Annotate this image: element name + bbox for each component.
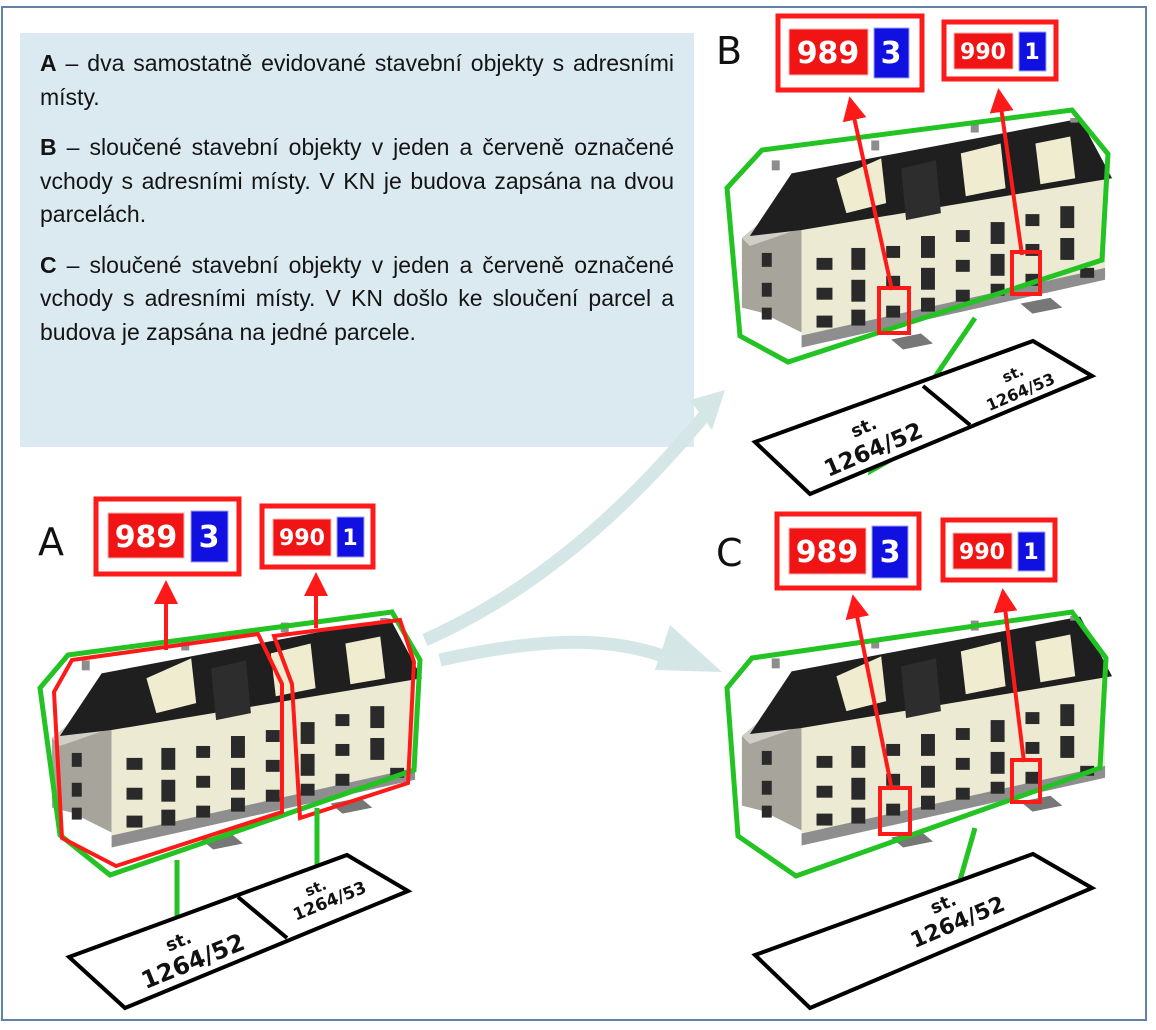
section-label-b: B bbox=[716, 29, 742, 73]
address-label-c-2: 990 1 bbox=[940, 517, 1058, 583]
description-letter: A bbox=[40, 50, 57, 76]
building-c bbox=[741, 616, 1113, 848]
entrance-marker-b-2 bbox=[1010, 250, 1042, 296]
entrance-marker-b-1 bbox=[877, 286, 911, 335]
address-number: 989 bbox=[796, 535, 859, 570]
entrance-outline-a-2 bbox=[271, 617, 417, 821]
orientation-number: 3 bbox=[881, 36, 902, 71]
description-item-b: B – sloučené stavební objekty v jeden a … bbox=[40, 131, 674, 232]
entrance-arrow-b-2 bbox=[989, 88, 1024, 256]
building-outline-c bbox=[724, 609, 1109, 879]
entrance-arrow-c-1 bbox=[845, 594, 894, 791]
address-number: 990 bbox=[279, 526, 325, 551]
description-text: – sloučené stavební objekty v jeden a če… bbox=[40, 134, 674, 227]
entrance-marker-c-2 bbox=[1010, 758, 1042, 804]
entrance-outline-a-1 bbox=[51, 631, 284, 869]
flow-arrow-a-to-c bbox=[438, 625, 722, 672]
orientation-number: 3 bbox=[880, 535, 901, 570]
flow-arrow-a-to-b bbox=[422, 390, 725, 646]
building-outline-b bbox=[724, 107, 1111, 365]
address-label-c-1: 989 3 bbox=[774, 511, 922, 591]
parcel-group-a: st. 1264/52 st. 1264/53 bbox=[65, 852, 413, 1011]
address-label-a-1: 989 3 bbox=[93, 496, 242, 577]
diagram-frame bbox=[1, 6, 1147, 1021]
address-label-a-2: 990 1 bbox=[259, 503, 376, 570]
address-label-b-1: 989 3 bbox=[775, 13, 925, 93]
section-c: C 989 3 990 1 st. 1264/52 bbox=[716, 511, 1113, 1011]
section-label-c: C bbox=[716, 531, 743, 575]
orientation-number: 1 bbox=[1024, 40, 1039, 65]
parcel-group-b: st. 1264/52 st. 1264/53 bbox=[751, 338, 1097, 497]
address-number: 989 bbox=[797, 36, 860, 71]
description-letter: B bbox=[40, 134, 57, 160]
description-text: – dva samostatně evidované stavební obje… bbox=[40, 50, 674, 110]
address-number: 989 bbox=[115, 520, 178, 555]
parcel-group-c: st. 1264/52 bbox=[751, 851, 1097, 1011]
orientation-number: 3 bbox=[199, 520, 220, 555]
description-item-a: A – dva samostatně evidované stavební ob… bbox=[40, 47, 674, 114]
orientation-number: 1 bbox=[342, 526, 357, 551]
orientation-number: 1 bbox=[1023, 540, 1038, 565]
section-b: B 989 3 990 1 st. 1264/52 bbox=[716, 13, 1113, 497]
description-text: – sloučené stavební objekty v jeden a če… bbox=[40, 251, 674, 345]
address-label-b-2: 990 1 bbox=[941, 19, 1059, 82]
address-number: 990 bbox=[960, 40, 1006, 65]
section-label-a: A bbox=[38, 520, 64, 564]
address-number: 990 bbox=[959, 540, 1005, 565]
section-a: A 989 3 990 1 st. 1264/52 bbox=[37, 496, 423, 1011]
building-b bbox=[741, 118, 1113, 350]
description-letter: C bbox=[40, 251, 57, 278]
entrance-arrow-c-2 bbox=[993, 588, 1026, 763]
entrance-arrow-b-1 bbox=[842, 96, 894, 291]
entrance-marker-c-1 bbox=[878, 786, 912, 836]
description-item-c: C – sloučené stavební objekty v jeden a … bbox=[40, 249, 674, 350]
description-panel: A – dva samostatně evidované stavební ob… bbox=[20, 33, 694, 447]
